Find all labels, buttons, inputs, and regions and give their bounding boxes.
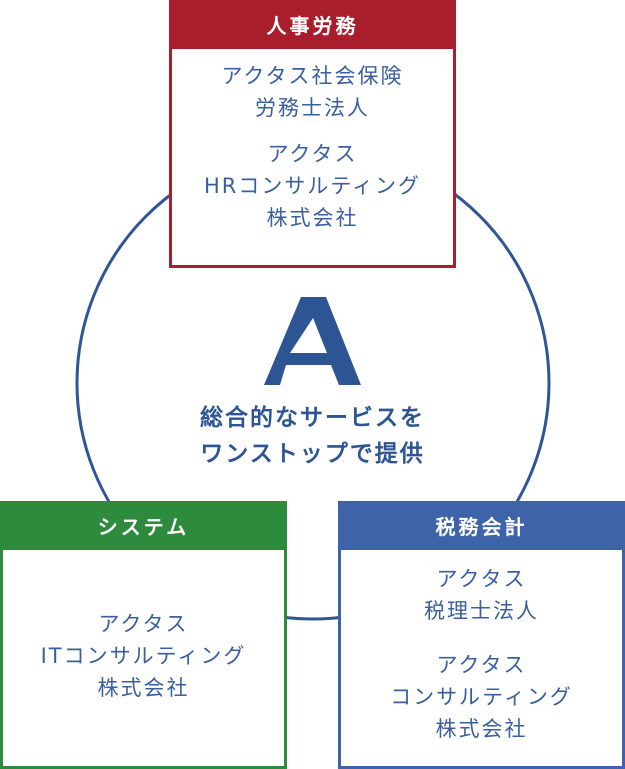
center-line: 総合的なサービスを: [200, 405, 425, 431]
center-message: 総合的なサービスを ワンストップで提供: [150, 400, 475, 472]
system-orgs: アクタス ITコンサルティング 株式会社: [3, 550, 284, 704]
system-title: システム: [0, 501, 287, 550]
center-line: ワンストップで提供: [200, 441, 425, 467]
hr-labor-box: 人事労務 アクタス社会保険 労務士法人 アクタス HRコンサルティング 株式会社: [169, 0, 456, 268]
org-line: HRコンサルティング: [203, 174, 422, 198]
org-line: アクタス: [436, 653, 527, 677]
org-line: 株式会社: [435, 717, 528, 741]
org-line: 税理士法人: [424, 599, 539, 623]
hr-labor-title: 人事労務: [169, 0, 456, 49]
org-actus-consulting: アクタス コンサルティング 株式会社: [341, 649, 622, 745]
org-line: アクタス: [98, 612, 189, 636]
org-line: アクタス: [267, 142, 358, 166]
org-line: 株式会社: [97, 676, 190, 700]
org-actus-hr-consulting: アクタス HRコンサルティング 株式会社: [172, 138, 453, 234]
org-line: アクタス: [436, 567, 527, 591]
org-line: 株式会社: [266, 206, 359, 230]
tax-accounting-box: 税務会計 アクタス 税理士法人 アクタス コンサルティング 株式会社: [338, 501, 625, 769]
tax-accounting-orgs: アクタス 税理士法人 アクタス コンサルティング 株式会社: [341, 550, 622, 745]
tax-accounting-title: 税務会計: [338, 501, 625, 550]
org-actus-sr: アクタス社会保険 労務士法人: [172, 60, 453, 124]
org-line: ITコンサルティング: [40, 644, 247, 668]
hr-labor-orgs: アクタス社会保険 労務士法人 アクタス HRコンサルティング 株式会社: [172, 49, 453, 234]
org-line: アクタス社会保険: [221, 64, 404, 88]
org-line: コンサルティング: [390, 685, 573, 709]
actus-logo: [264, 297, 361, 385]
org-actus-it-consulting: アクタス ITコンサルティング 株式会社: [3, 608, 284, 704]
org-actus-tax: アクタス 税理士法人: [341, 563, 622, 627]
org-line: 労務士法人: [255, 96, 370, 120]
system-box: システム アクタス ITコンサルティング 株式会社: [0, 501, 287, 769]
